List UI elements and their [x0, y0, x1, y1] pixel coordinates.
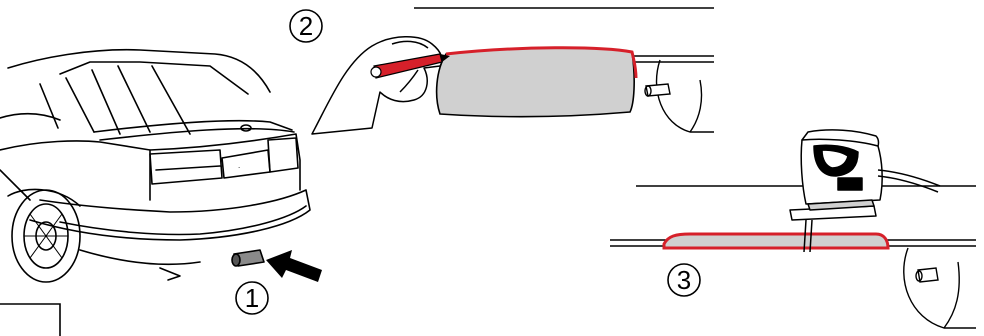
step-2-label: 2: [299, 11, 313, 41]
car-icon: .: [0, 50, 310, 282]
partial-frame: [0, 304, 60, 336]
cut-outline: [664, 234, 888, 248]
bumper-section-bottom: [610, 186, 976, 328]
step-1-label: 1: [245, 283, 259, 313]
arrow-icon: [266, 250, 322, 282]
step-3-badge: 3: [668, 264, 700, 296]
step-3-label: 3: [677, 265, 691, 295]
step-2-badge: 2: [290, 10, 322, 42]
cutout-template: [437, 48, 636, 117]
hand-icon: [312, 37, 442, 134]
step-1-badge: 1: [236, 282, 268, 314]
svg-text:.: .: [238, 161, 240, 170]
